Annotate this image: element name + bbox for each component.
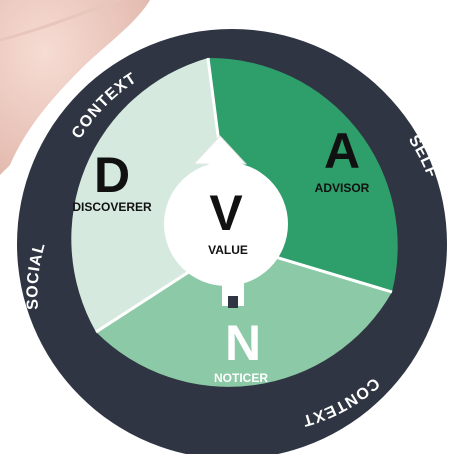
discoverer-label: DISCOVERER [72, 200, 152, 214]
value-circle [164, 162, 288, 286]
value-letter: V [209, 185, 243, 241]
discoverer-letter: D [94, 147, 130, 203]
noticer-label: NOTICER [214, 371, 268, 385]
value-label: VALUE [208, 243, 248, 257]
segment-noticer [96, 244, 392, 387]
noticer-letter: N [225, 315, 261, 371]
advisor-letter: A [324, 123, 360, 179]
hand-image [0, 0, 150, 175]
advisor-label: ADVISOR [315, 181, 370, 195]
bottom-tab-icon [222, 280, 244, 308]
